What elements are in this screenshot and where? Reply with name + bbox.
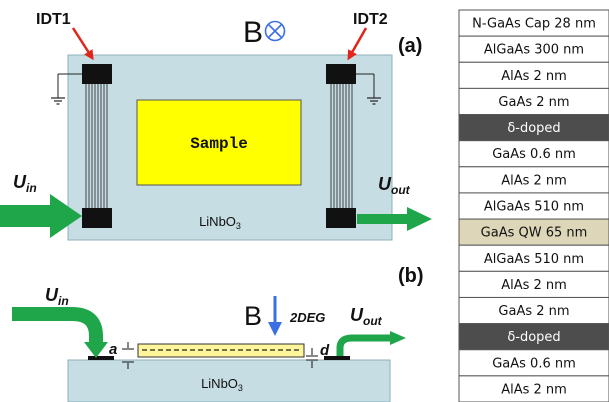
layer-row bbox=[458, 375, 609, 402]
field-down-arrow-icon bbox=[268, 296, 282, 336]
idt2-side bbox=[324, 356, 350, 360]
output-wave-arrow-icon bbox=[357, 207, 432, 231]
layer-stack-table: N-GaAs Cap 28 nm AlGaAs 300 nm AlAs 2 nm Ga… bbox=[458, 9, 609, 402]
layer-row bbox=[458, 114, 609, 142]
ground-icon bbox=[367, 97, 381, 105]
u-out-label-a: Uout bbox=[378, 174, 411, 197]
layer-label: GaAs 0.6 nm bbox=[492, 356, 576, 371]
sample-region bbox=[136, 99, 302, 186]
dimension-d-label: d bbox=[320, 342, 330, 359]
sample-label: Sample bbox=[190, 135, 248, 153]
idt1-side bbox=[88, 356, 114, 360]
idt2-transducer bbox=[326, 64, 381, 228]
panel-b-label: (b) bbox=[398, 265, 424, 287]
input-wave-arrow-icon bbox=[0, 194, 82, 238]
ground-icon bbox=[51, 97, 65, 105]
substrate-side-view bbox=[67, 359, 391, 402]
layer-label: GaAs 2 nm bbox=[498, 304, 569, 319]
layer-row bbox=[458, 349, 609, 377]
layer-label: AlGaAs 300 nm bbox=[484, 43, 584, 58]
dimension-a-label: a bbox=[109, 341, 117, 358]
layer-row bbox=[458, 140, 609, 168]
layer-label: AlGaAs 510 nm bbox=[484, 252, 584, 267]
substrate-label-a: LiNbO3 bbox=[199, 214, 241, 231]
input-wave-curved-arrow-icon bbox=[12, 307, 108, 358]
substrate-label-b: LiNbO3 bbox=[201, 376, 243, 393]
panel-b: (b) LiNbO3 a d 2DEG B bbox=[12, 265, 424, 402]
layer-row bbox=[458, 87, 609, 116]
layer-label: AlAs 2 nm bbox=[501, 382, 567, 397]
layer-row bbox=[458, 296, 609, 325]
idt1-label: IDT1 bbox=[36, 11, 71, 28]
layer-row bbox=[458, 192, 609, 220]
layer-row bbox=[458, 9, 609, 37]
idt1-arrow-icon bbox=[71, 27, 94, 61]
layer-label: GaAs 0.6 nm bbox=[492, 147, 576, 162]
layer-label: AlAs 2 nm bbox=[501, 173, 567, 188]
field-label-a: B bbox=[243, 16, 263, 49]
layer-row bbox=[458, 166, 609, 194]
panel-a: Sample bbox=[0, 11, 432, 241]
layer-label: GaAs QW 65 nm bbox=[481, 226, 588, 241]
u-in-label-b: Uin bbox=[45, 285, 69, 308]
dimension-d-marker bbox=[306, 348, 318, 368]
dimension-a-marker bbox=[122, 342, 134, 369]
layer-label: AlAs 2 nm bbox=[501, 278, 567, 293]
layer-row bbox=[458, 61, 609, 89]
sample-side-view bbox=[137, 343, 305, 358]
panel-a-label: (a) bbox=[398, 35, 422, 57]
layer-row bbox=[458, 323, 609, 351]
field-label-b: B bbox=[244, 301, 262, 331]
idt2-arrow-icon bbox=[347, 27, 368, 61]
layer-label: δ-doped bbox=[507, 121, 560, 136]
u-in-label-a: Uin bbox=[13, 172, 37, 195]
idt2-label: IDT2 bbox=[353, 11, 388, 28]
idt1-transducer bbox=[51, 64, 112, 228]
layer-label: δ-doped bbox=[507, 330, 560, 345]
layer-label: GaAs 2 nm bbox=[498, 95, 569, 110]
layer-label: AlGaAs 510 nm bbox=[484, 200, 584, 215]
output-wave-curved-arrow-icon bbox=[336, 331, 406, 356]
2deg-label: 2DEG bbox=[289, 310, 325, 325]
layer-label: AlAs 2 nm bbox=[501, 69, 567, 84]
u-out-label-b: Uout bbox=[350, 305, 383, 328]
field-into-page-icon bbox=[264, 20, 286, 42]
layer-label: N-GaAs Cap 28 nm bbox=[472, 17, 596, 32]
